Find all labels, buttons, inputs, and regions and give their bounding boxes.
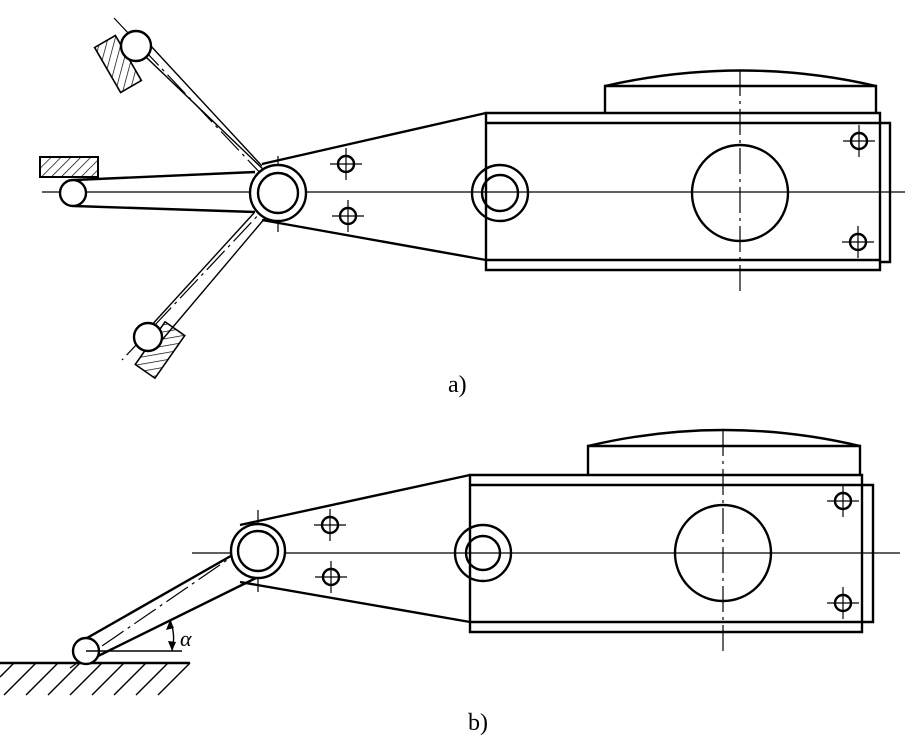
large-hole-b (673, 430, 773, 652)
pivot-a (248, 156, 308, 232)
ground (0, 661, 191, 696)
bolt-holes-a (330, 125, 875, 258)
left-roller (58, 178, 88, 208)
mid-boss-a (470, 163, 530, 223)
subfigure-a: a) (39, 17, 905, 398)
horizontal-arm (39, 156, 256, 214)
lower-alt-arm (121, 193, 279, 380)
lever-body-b (239, 428, 875, 634)
upper-alt-arm (93, 17, 281, 195)
large-hole-a (690, 70, 790, 292)
alpha-symbol: α (180, 626, 192, 651)
left-guide-block (39, 156, 99, 178)
lever-body-a (261, 69, 892, 272)
mid-boss-b (453, 523, 513, 583)
subfigure-b: α (0, 428, 900, 736)
upper-roller (119, 29, 153, 63)
lower-roller (132, 321, 164, 353)
pivot-b (229, 510, 287, 592)
bolt-holes-b (314, 485, 859, 619)
angle-alpha: α (86, 619, 192, 652)
inclined-arm (69, 535, 263, 669)
label-b: b) (468, 710, 488, 736)
label-a: a) (448, 372, 467, 398)
